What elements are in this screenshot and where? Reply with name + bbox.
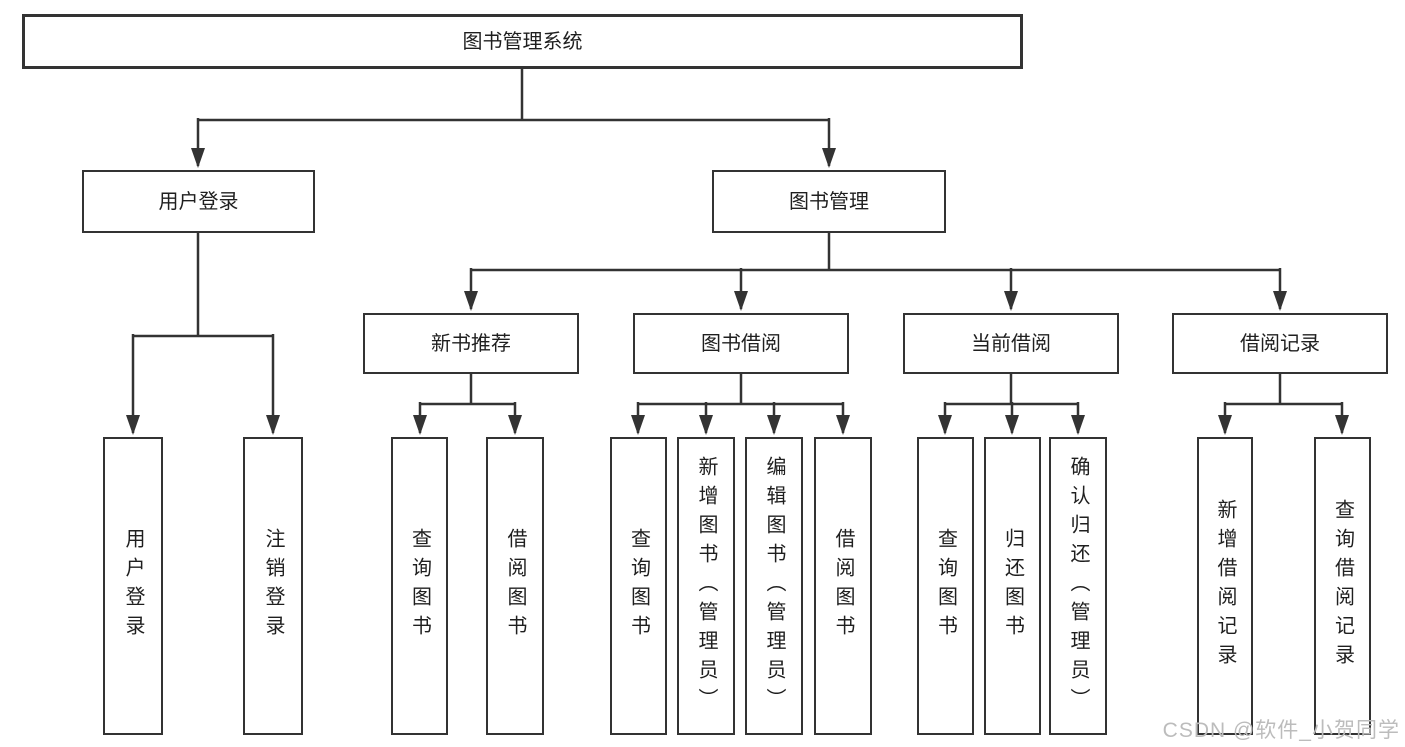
leaf-label: 用户登录	[122, 528, 144, 644]
node-label: 当前借阅	[971, 332, 1051, 355]
leaf-label: 借阅图书	[832, 528, 854, 644]
leaf-query-books: 查询图书	[917, 437, 974, 735]
node-label: 图书借阅	[701, 332, 781, 355]
node-user-login: 用户登录	[82, 170, 315, 233]
leaf-label: 查询图书	[408, 528, 431, 644]
leaf-query-books: 查询图书	[391, 437, 448, 735]
connector-current-borrowing	[945, 373, 1078, 406]
node-label: 图书管理系统	[462, 30, 583, 53]
watermark: CSDN @软件_小贺同学	[1162, 719, 1400, 742]
node-label: 新书推荐	[431, 332, 511, 355]
node-book-borrowing: 图书借阅	[633, 313, 849, 374]
connector-new-book-recommendation	[420, 373, 515, 406]
leaf-label: 新增借阅记录	[1214, 499, 1236, 673]
connector-root	[198, 68, 829, 122]
node-label: 用户登录	[158, 190, 239, 213]
leaf-user-login: 用户登录	[103, 437, 163, 735]
connector-book-borrowing	[638, 373, 843, 406]
leaf-label: 查询图书	[934, 528, 957, 644]
leaf-label: 注销登录	[262, 528, 284, 644]
node-label: 借阅记录	[1240, 332, 1320, 355]
node-borrowing-records: 借阅记录	[1172, 313, 1388, 374]
node-label: 图书管理	[789, 190, 869, 213]
leaf-label: 查询图书	[627, 528, 650, 644]
leaf-label: 新增图书（管理员）	[695, 455, 717, 717]
leaf-edit-book-admin: 编辑图书（管理员）	[745, 437, 803, 735]
leaf-confirm-return-admin: 确认归还（管理员）	[1049, 437, 1107, 735]
leaf-borrow-books: 借阅图书	[486, 437, 544, 735]
connector-user-login	[133, 233, 273, 338]
node-new-book-recommendation: 新书推荐	[363, 313, 579, 374]
leaf-logout: 注销登录	[243, 437, 303, 735]
leaf-label: 查询借阅记录	[1331, 499, 1354, 673]
leaf-label: 编辑图书（管理员）	[763, 455, 785, 717]
leaf-return-book: 归还图书	[984, 437, 1041, 735]
leaf-query-borrow-record: 查询借阅记录	[1314, 437, 1371, 735]
leaf-borrow-books: 借阅图书	[814, 437, 872, 735]
node-current-borrowing: 当前借阅	[903, 313, 1119, 374]
connector-book-management	[471, 233, 1280, 272]
leaf-label: 确认归还（管理员）	[1067, 455, 1089, 717]
node-book-management: 图书管理	[712, 170, 946, 233]
leaf-label: 借阅图书	[504, 528, 526, 644]
connector-borrowing-records	[1225, 373, 1342, 406]
leaf-add-borrow-record: 新增借阅记录	[1197, 437, 1253, 735]
leaf-add-book-admin: 新增图书（管理员）	[677, 437, 735, 735]
leaf-query-books: 查询图书	[610, 437, 667, 735]
leaf-label: 归还图书	[1001, 528, 1024, 644]
node-library-management-system: 图书管理系统	[22, 14, 1023, 69]
